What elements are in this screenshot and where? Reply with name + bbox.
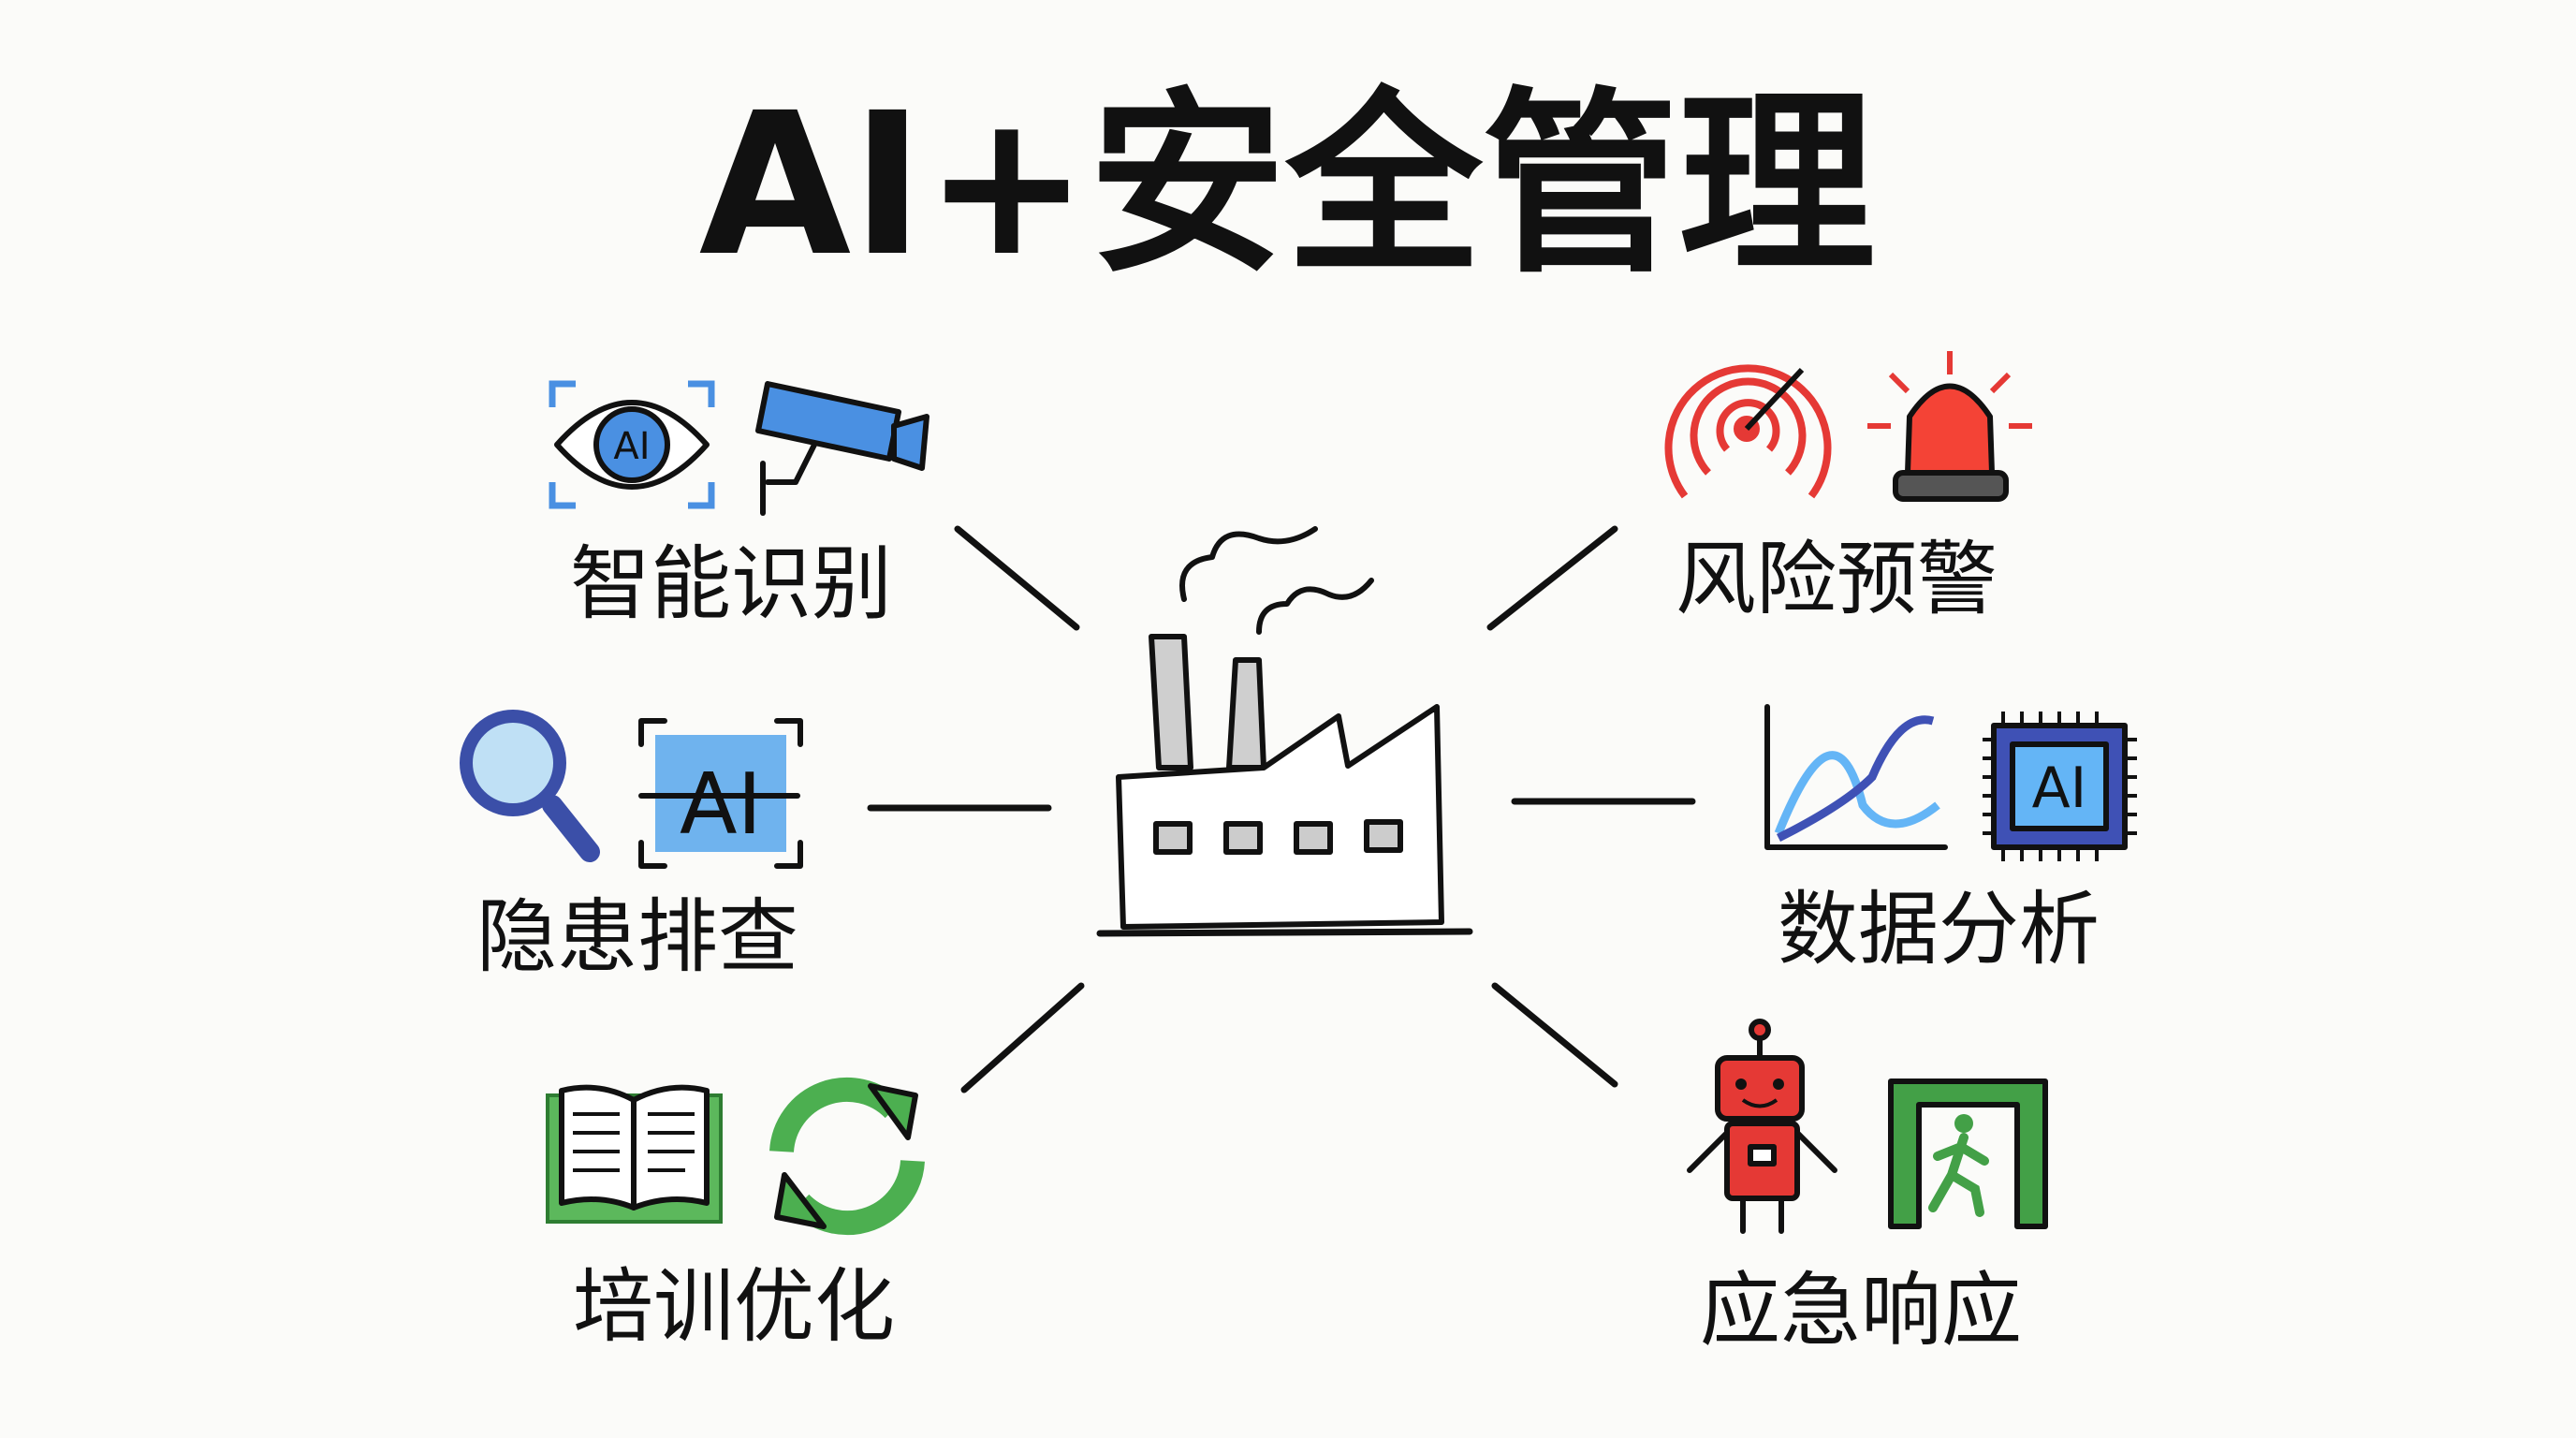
- node-label: 培训优化: [573, 1260, 895, 1354]
- connector-bottom-left: [960, 982, 1085, 1093]
- factory-icon: [1096, 526, 1473, 937]
- node-data-analysis: AI 数据分析: [1764, 704, 2137, 976]
- ai-eye-icon: AI: [549, 380, 715, 509]
- ai-chip-icon: AI: [1983, 712, 2137, 861]
- node-smart-recognition: AI 智能识别: [549, 380, 929, 631]
- ai-scan-label: AI: [680, 756, 762, 854]
- radar-icon: [1664, 364, 1832, 499]
- ai-chip-label: AI: [2032, 756, 2087, 821]
- refresh-cycle-icon: [769, 1077, 925, 1236]
- node-hazard-inspection: AI 隐患排查: [460, 710, 803, 984]
- ai-eye-label: AI: [613, 425, 650, 468]
- line-chart-icon: [1764, 704, 1948, 850]
- node-label: 应急响应: [1700, 1264, 2022, 1357]
- connector-top-right: [1486, 525, 1618, 631]
- node-emergency-response: 应急响应: [1687, 1019, 2048, 1357]
- node-training-optimization: 培训优化: [546, 1077, 925, 1354]
- page-title: AI+安全管理: [699, 70, 1876, 300]
- connector-bottom-right: [1491, 982, 1618, 1088]
- node-label: 数据分析: [1778, 883, 2100, 976]
- node-label: 风险预警: [1676, 533, 1998, 626]
- node-label: 隐患排查: [476, 890, 798, 984]
- node-risk-warning: 风险预警: [1664, 351, 2032, 626]
- security-camera-icon: [755, 381, 929, 516]
- node-label: 智能识别: [570, 537, 892, 631]
- emergency-exit-icon: [1888, 1078, 2048, 1229]
- magnifier-icon: [460, 710, 600, 862]
- alarm-siren-icon: [1867, 351, 2032, 502]
- connectors: [867, 525, 1696, 1093]
- connector-top-left: [954, 525, 1080, 631]
- robot-icon: [1687, 1019, 1837, 1234]
- open-book-icon: [546, 1084, 723, 1224]
- ai-scan-icon: AI: [638, 718, 803, 869]
